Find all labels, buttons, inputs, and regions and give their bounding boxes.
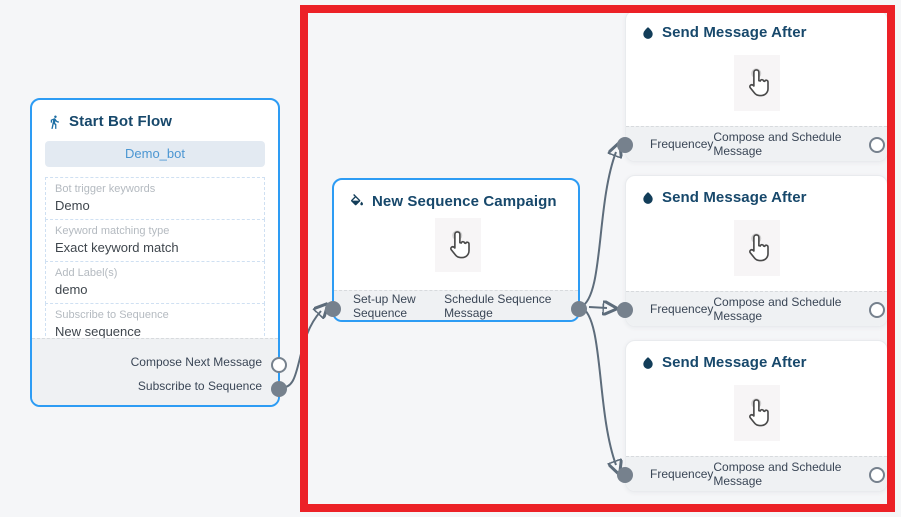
- configure-click-area[interactable]: [734, 220, 780, 276]
- field-label: Add Label(s): [55, 267, 118, 279]
- output-row-subscribe-to-sequence: Subscribe to Sequence: [32, 374, 278, 398]
- water-drop-icon: [641, 355, 655, 371]
- output-label: Compose and Schedule Message: [713, 460, 842, 488]
- input-port-frequency[interactable]: [617, 467, 633, 483]
- water-drop-icon: [641, 25, 655, 41]
- connection-campaign-to-send-top: [580, 152, 616, 308]
- node-footer: Frequencey Compose and Schedule Message: [626, 456, 887, 491]
- input-label: Frequencey: [650, 467, 714, 481]
- node-start-bot-flow[interactable]: Start Bot Flow Demo_bot Bot trigger keyw…: [30, 98, 287, 407]
- field-list: Bot trigger keywords Demo Keyword matchi…: [45, 177, 265, 346]
- node-title-row: Send Message After: [626, 176, 887, 214]
- input-label: Frequencey: [650, 137, 714, 151]
- field-add-labels[interactable]: Add Label(s) demo: [45, 261, 265, 304]
- configure-click-area[interactable]: [734, 55, 780, 111]
- node-title: Send Message After: [662, 24, 807, 41]
- field-bot-trigger-keywords[interactable]: Bot trigger keywords Demo: [45, 177, 265, 220]
- node-title-row: Send Message After: [626, 341, 887, 379]
- output-port-compose-and-schedule-message[interactable]: [869, 302, 885, 318]
- node-title-row: Start Bot Flow: [32, 100, 278, 138]
- output-label: Compose Next Message: [130, 355, 262, 369]
- output-label: Compose and Schedule Message: [713, 295, 842, 323]
- field-label: Keyword matching type: [55, 225, 170, 237]
- field-label: Subscribe to Sequence: [55, 309, 169, 321]
- bot-name-button[interactable]: Demo_bot: [45, 141, 265, 167]
- hand-tap-cursor-icon: [443, 227, 473, 263]
- output-port-subscribe-to-sequence[interactable]: [271, 381, 287, 397]
- node-title: Start Bot Flow: [69, 113, 173, 130]
- node-footer: Frequencey Compose and Schedule Message: [626, 126, 887, 161]
- field-keyword-matching-type[interactable]: Keyword matching type Exact keyword matc…: [45, 219, 265, 262]
- output-label: Subscribe to Sequence: [137, 379, 262, 393]
- field-value: New sequence: [55, 324, 141, 339]
- input-port-setup-new-sequence[interactable]: [325, 301, 341, 317]
- connection-campaign-to-send-bottom: [580, 306, 616, 465]
- node-new-sequence-campaign[interactable]: New Sequence Campaign Set-up New Sequenc…: [325, 178, 587, 322]
- input-port-frequency[interactable]: [617, 302, 633, 318]
- node-title: Send Message After: [662, 354, 807, 371]
- node-send-message-after-1[interactable]: Send Message After Frequencey Compose an…: [617, 10, 888, 162]
- field-value: demo: [55, 282, 88, 297]
- node-send-message-after-3[interactable]: Send Message After Frequencey Compose an…: [617, 340, 888, 492]
- output-port-schedule-sequence-message[interactable]: [571, 301, 587, 317]
- configure-click-area[interactable]: [734, 385, 780, 441]
- walking-person-icon: [47, 114, 62, 130]
- field-value: Exact keyword match: [55, 240, 179, 255]
- field-subscribe-to-sequence[interactable]: Subscribe to Sequence New sequence: [45, 303, 265, 346]
- hand-tap-cursor-icon: [742, 230, 772, 266]
- output-port-compose-and-schedule-message[interactable]: [869, 137, 885, 153]
- node-footer: Frequencey Compose and Schedule Message: [626, 291, 887, 326]
- field-label: Bot trigger keywords: [55, 183, 156, 195]
- node-footer: Set-up New Sequence Schedule Sequence Me…: [334, 290, 578, 320]
- node-title-row: Send Message After: [626, 11, 887, 49]
- node-title: Send Message After: [662, 189, 807, 206]
- node-send-message-after-2[interactable]: Send Message After Frequencey Compose an…: [617, 175, 888, 327]
- output-port-compose-next-message[interactable]: [271, 357, 287, 373]
- connection-start-to-campaign: [280, 311, 321, 389]
- field-value: Demo: [55, 198, 90, 213]
- water-drop-icon: [641, 190, 655, 206]
- connection-campaign-to-send-middle: [588, 307, 607, 308]
- input-port-frequency[interactable]: [617, 137, 633, 153]
- output-row-compose-next-message: Compose Next Message: [32, 350, 278, 374]
- output-label: Compose and Schedule Message: [713, 130, 842, 158]
- node-title: New Sequence Campaign: [372, 193, 557, 210]
- input-label: Set-up New Sequence: [353, 291, 416, 320]
- campaign-ink-bucket-icon: [349, 193, 365, 210]
- hand-tap-cursor-icon: [742, 65, 772, 101]
- output-label: Schedule Sequence Message: [444, 291, 552, 320]
- input-label: Frequencey: [650, 302, 714, 316]
- node-footer: Compose Next Message Subscribe to Sequen…: [32, 338, 278, 405]
- hand-tap-cursor-icon: [742, 395, 772, 431]
- configure-click-area[interactable]: [435, 218, 481, 272]
- output-port-compose-and-schedule-message[interactable]: [869, 467, 885, 483]
- node-title-row: New Sequence Campaign: [334, 180, 578, 218]
